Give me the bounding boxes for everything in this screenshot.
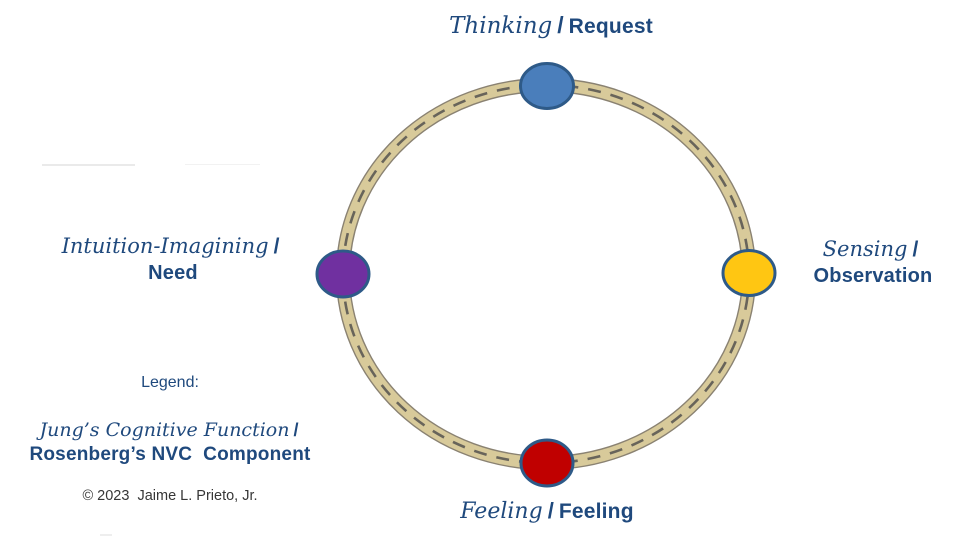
nvc-component-text: Need [148, 262, 198, 285]
nvc-component-text: Observation [813, 265, 933, 288]
label-sensing-observation: Sensing/ Observation [787, 237, 959, 288]
nvc-component-text: Feeling [558, 500, 634, 523]
legend-nvc-line: Rosenberg’s NVC Component [29, 444, 311, 465]
slash-separator: / [273, 235, 280, 258]
slash-separator: / [557, 12, 564, 38]
thinking-node-dot [519, 62, 575, 110]
label-intuition-need: Intuition-Imagining/ Need [15, 234, 331, 285]
label-feeling-feeling: Feeling/Feeling [395, 498, 699, 524]
intuition-node-dot [315, 249, 371, 299]
copyright-text: © 2023 Jaime L. Prieto, Jr. [82, 488, 258, 504]
faint-smudge-artifact [42, 164, 135, 166]
faint-smudge-artifact [100, 534, 112, 536]
slash-separator: / [547, 498, 554, 523]
faint-smudge-artifact [185, 164, 260, 165]
legend-key: Jung’s Cognitive Function/ Rosenberg’s NV… [2, 419, 338, 466]
ring-inner-edge [348, 90, 744, 458]
feeling-node-dot [519, 438, 575, 488]
label-thinking-request: Thinking/Request [381, 12, 721, 39]
slash-separator: / [293, 420, 299, 440]
jung-function-text: Sensing [822, 237, 908, 261]
nvc-component-text: Request [568, 15, 653, 38]
legend-heading: Legend: [141, 374, 199, 391]
ring-band [336, 78, 756, 470]
legend-jung-line: Jung’s Cognitive Function [39, 419, 290, 441]
jung-function-text: Intuition-Imagining [61, 234, 269, 258]
jung-function-text: Thinking [449, 13, 553, 39]
slash-separator: / [912, 238, 919, 261]
jung-function-text: Feeling [460, 499, 543, 524]
sensing-node-dot [721, 249, 777, 297]
